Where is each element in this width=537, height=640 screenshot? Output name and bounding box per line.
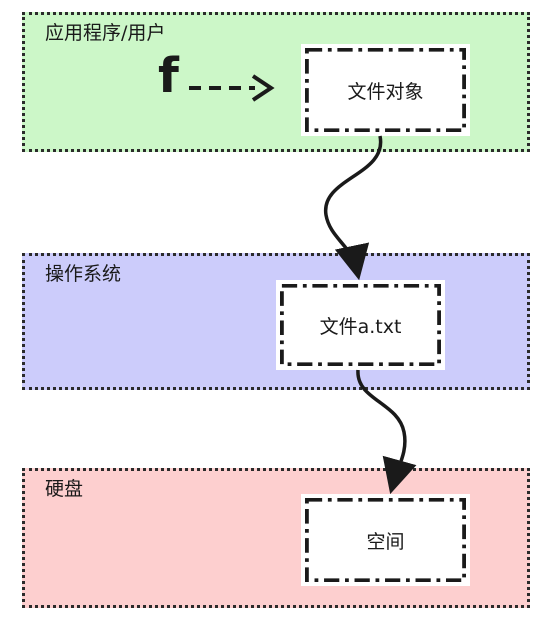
arrow-object-to-os-file: [324, 135, 383, 281]
os-layer-title: 操作系统: [45, 263, 122, 285]
file-atxt-label: 文件a.txt: [319, 315, 402, 338]
disk-layer-title: 硬盘: [45, 478, 84, 500]
application-layer-title: 应用程序/用户: [45, 22, 166, 44]
file-atxt-box: 文件a.txt: [276, 280, 445, 370]
file-pointer-label: f: [158, 48, 179, 104]
arrow-os-file-to-space: [356, 369, 417, 495]
file-object-label: 文件对象: [347, 80, 424, 103]
pointer-arrow-icon: [189, 74, 275, 102]
space-label: 空间: [366, 530, 405, 553]
